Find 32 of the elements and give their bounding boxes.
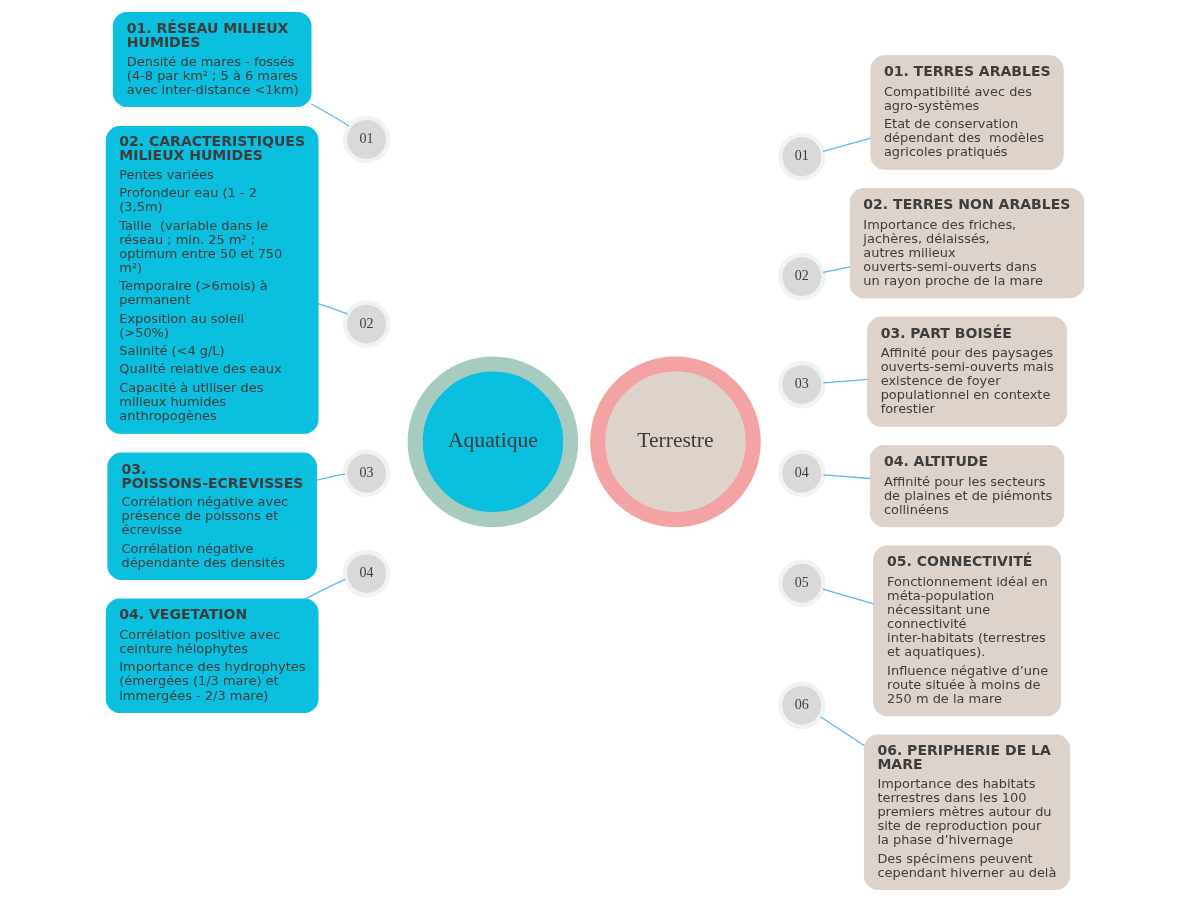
node-circle: 03 (342, 449, 391, 497)
connector (315, 473, 346, 481)
node-circle: 06 (778, 681, 826, 730)
connector (822, 474, 871, 480)
node-circle: 04 (778, 449, 826, 497)
connector (310, 103, 350, 127)
node-circle: 04 (342, 549, 391, 598)
node-box: 02. TERRES NON ARABLES Importance des friches, jachères, délaissés, autres milieux ouverts-semi-ouverts dans un rayon proche de la mare (849, 188, 1085, 299)
node-box: 04. ALTITUDE Affinité pour les secteurs de plaines et de piémonts collinéens (869, 445, 1065, 528)
node-box: 06. PERIPHERIE DE LA MARE Importance des habitats terrestres dans les 100 premiers mètres autour du site de reproduction pour la phase d’hivernage Des spécimens peuvent cependant hiverner au delà (863, 734, 1071, 890)
connector (304, 578, 346, 600)
node-box: 04. VEGETATION Corrélation positive avec ceinture hélophytes Importance des hydrophytes (émergées (1/3 mare) et immergées - 2/3 mare) (105, 598, 319, 713)
connector (822, 378, 869, 384)
node-circle: 03 (778, 360, 826, 409)
node-circle: 05 (778, 559, 826, 608)
node-box: 05. CONNECTIVITÉ Fonctionnement idéal en méta-population nécessitant une connectivité inter-habitats (terrestres et aquatiques). Influence négative d’une route située à moins de 250 m de la mare (873, 545, 1061, 717)
connector (822, 588, 875, 605)
connector (317, 302, 349, 315)
node-circle: 01 (778, 132, 826, 181)
node-circle: Aquatique (407, 356, 579, 528)
node-box: 01. TERRES ARABLES Compatibilité avec des agro-systèmes Etat de conservation dépendant des modèles agricoles pratiqués (870, 55, 1064, 170)
node-circle: Terrestre (590, 356, 761, 528)
connector (819, 716, 865, 747)
node-box: 02. CARACTERISTIQUES MILIEUX HUMIDES Pentes variées Profondeur eau (1 - 2 (3,5m) Taille (variable dans le réseau ; min. 25 m² ; optimum entre 50 et 750 m²) Temporaire (>6mois) à permanent Exposition au soleil (>50%) Salinité (<4 g/L) Qualité relative des eaux Capacité à utlliser des milieux humides anthropogènes (105, 125, 319, 434)
node-box: 03. PART BOISÉE Affinité pour des paysages ouverts-semi-ouverts mais existence de foyer populationnel en contexte forestier (867, 316, 1067, 427)
node-box: 03. POISSONS-ECREVISSES Corrélation négative avec présence de poissons et écrevisse Corrélation négative dépendante des densités (107, 452, 317, 581)
connector (822, 137, 872, 152)
node-circle: 02 (342, 300, 391, 348)
connector (822, 266, 851, 274)
node-box: 01. RÉSEAU MILIEUX HUMIDES Densité de mares - fossés (4-8 par km² ; 5 à 6 mares avec inter-distance <1km) (112, 12, 312, 108)
node-circle: 01 (342, 115, 391, 164)
node-circle: 02 (778, 252, 826, 301)
